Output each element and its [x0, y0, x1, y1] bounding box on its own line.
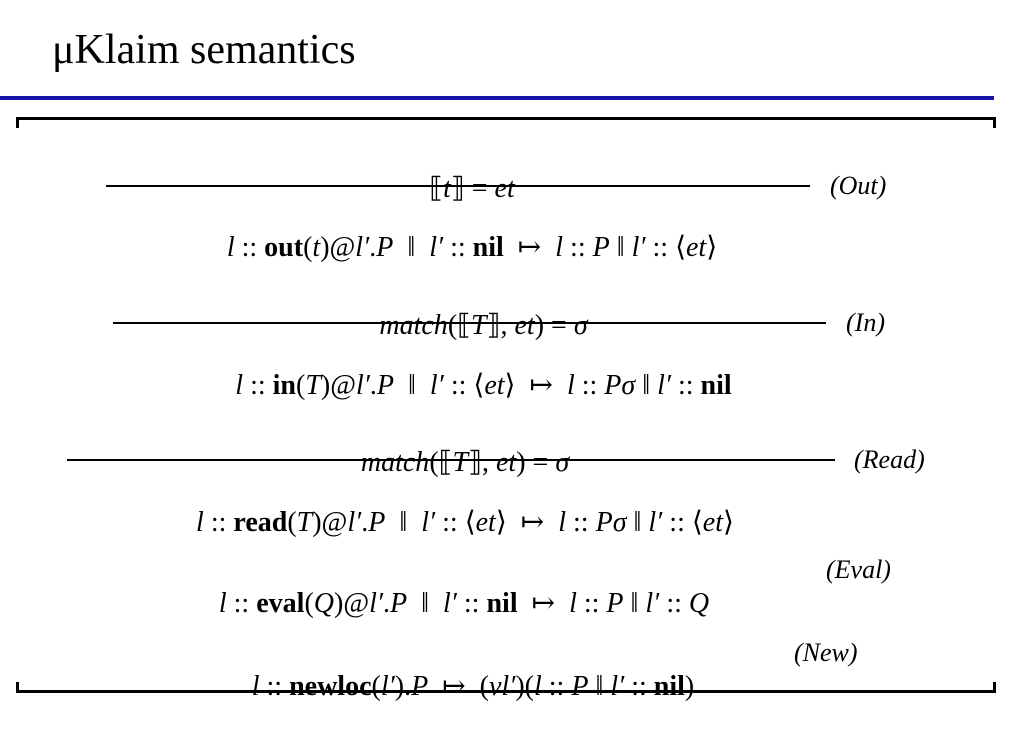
rule-read-bar	[67, 459, 835, 461]
rule-in-conclusion: l :: in(T)@l′.P ‖ l′ :: ⟨et⟩ ↦ l :: Pσ ‖…	[235, 370, 732, 401]
rule-in-label: (In)	[846, 308, 885, 337]
rule-eval-label: (Eval)	[826, 555, 891, 584]
frame-bottom-border	[16, 690, 996, 693]
rule-out-premise: ⟦t⟧ = et	[429, 173, 515, 204]
rule-read-label: (Read)	[854, 445, 925, 474]
rule-eval-conclusion: l :: eval(Q)@l′.P ‖ l′ :: nil ↦ l :: P ‖…	[218, 588, 710, 619]
frame-tick-top-right	[993, 117, 996, 128]
title-rule	[0, 96, 994, 100]
rule-out-conclusion: l :: out(t)@l′.P ‖ l′ :: nil ↦ l :: P ‖ …	[226, 232, 718, 263]
rule-new-label: (New)	[794, 638, 858, 667]
frame-tick-bottom-right	[993, 682, 996, 693]
rule-new-conclusion: l :: newloc(l′).P ↦ (νl′)(l :: P ‖ l′ ::…	[251, 671, 695, 702]
frame-tick-top-left	[16, 117, 19, 128]
rule-in-premise: match(⟦T⟧, et) = σ	[379, 310, 588, 341]
rule-out-label: (Out)	[830, 171, 887, 200]
rule-read-premise: match(⟦T⟧, et) = σ	[360, 447, 570, 478]
slide-title: μKlaim semantics	[52, 27, 356, 73]
frame-top-border	[16, 117, 996, 120]
rule-out-bar	[106, 185, 810, 187]
rule-in-bar	[113, 322, 826, 324]
frame-tick-bottom-left	[16, 682, 19, 693]
rule-read-conclusion: l :: read(T)@l′.P ‖ l′ :: ⟨et⟩ ↦ l :: Pσ…	[196, 507, 734, 538]
